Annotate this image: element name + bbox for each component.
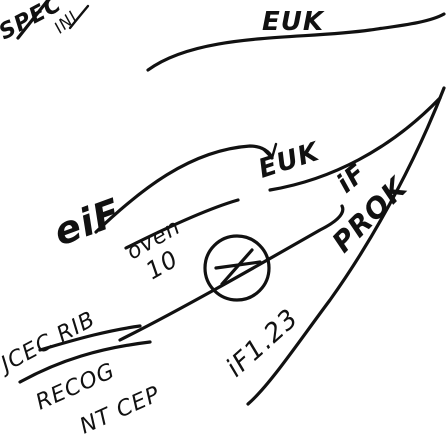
label-top-right: EUK [262, 7, 325, 37]
label-eif: eiF [48, 190, 127, 255]
label-lower-right: iF1.23 [221, 303, 305, 383]
label-right-if: iF [331, 158, 372, 199]
label-mid-right: EUK [255, 137, 324, 185]
